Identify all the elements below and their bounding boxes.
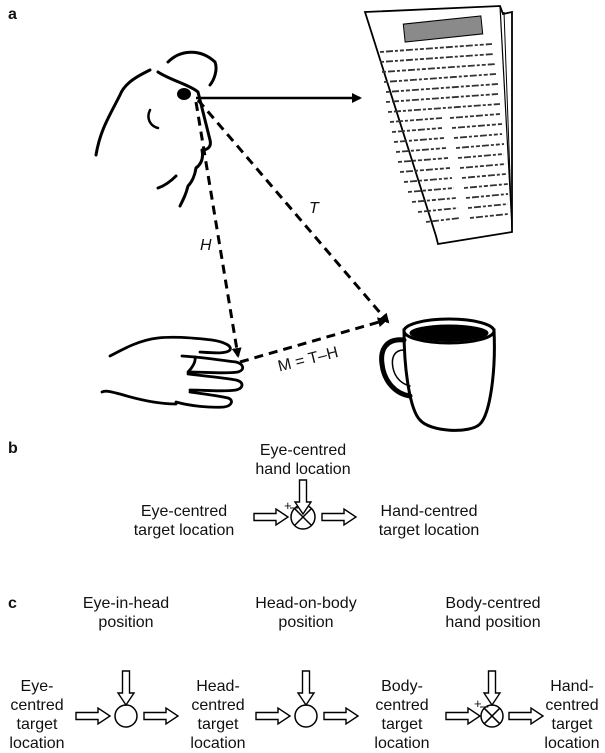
panel-b-top-line-2: hand location [238,460,368,479]
panel-b-output-line-2: target location [365,521,493,540]
panel-c-arrow-6 [509,708,543,724]
panel-c-modifier-2: Head-on-body position [236,594,376,632]
panel-c-mod2-line-2: position [236,613,376,632]
panel-c-down-arrow-2 [298,671,314,705]
panel-b-output: Hand-centred target location [365,502,493,540]
panel-c-mod3-line-2: hand position [428,613,558,632]
panel-c-stage2-line-3: target [180,715,256,734]
panel-c-down-arrow-1 [118,671,134,705]
panel-c-sum-node-2 [295,705,317,727]
panel-c-mod3-line-1: Body-centred [428,594,558,613]
eye [177,88,191,100]
panel-c-modifier-1: Eye-in-head position [66,594,186,632]
panel-c-mod2-line-1: Head-on-body [236,594,376,613]
panel-c-stage2-line-2: centred [180,696,256,715]
panel-c-mod1-line-2: position [66,613,186,632]
panel-b-top-input: Eye-centred hand location [238,441,368,479]
panel-c-stage1-line-2: centred [0,696,74,715]
panel-c-stage4-line-3: target [540,715,604,734]
panel-c-stage-4: Hand- centred target location [540,677,604,753]
panel-c-arrow-1 [76,708,110,724]
journal-illustration [365,6,512,244]
panel-c-stage-1: Eye- centred target location [0,677,74,753]
panel-b-top-line-1: Eye-centred [238,441,368,460]
panel-c-stage3-line-4: location [362,734,442,753]
panel-b-left-input: Eye-centred target location [120,502,248,540]
panel-b-minus-sign-top: – [290,498,298,517]
panel-c-stage2-line-1: Head- [180,677,256,696]
panel-c-stage1-line-3: target [0,715,74,734]
panel-c-stage1-line-4: location [0,734,74,753]
label-H: H [200,236,212,255]
panel-c-stage3-line-2: centred [362,696,442,715]
panel-c-arrow-4 [324,708,358,724]
panel-c-stage4-line-4: location [540,734,604,753]
panel-c-minus-sign: – [480,697,488,716]
panel-c-arrow-2 [144,708,178,724]
panel-b-left-arrow [254,509,288,525]
panel-c-stage2-line-4: location [180,734,256,753]
panel-c-stage1-line-1: Eye- [0,677,74,696]
panel-b-output-line-1: Hand-centred [365,502,493,521]
panel-c-stage4-line-2: centred [540,696,604,715]
cheek-line [96,70,150,155]
label-T: T [309,199,319,218]
panel-c-stage-2: Head- centred target location [180,677,256,753]
face-illustration [96,52,216,206]
panel-b-left-line-1: Eye-centred [120,502,248,521]
panel-c-mod1-line-1: Eye-in-head [66,594,186,613]
target-vector-T [198,100,388,322]
panel-c-stage3-line-3: target [362,715,442,734]
panel-c-stage3-line-1: Body- [362,677,442,696]
panel-b-left-line-2: target location [120,521,248,540]
panel-b-right-arrow [322,509,356,525]
hand-illustration [102,337,243,407]
panel-c-stage-3: Body- centred target location [362,677,442,753]
panel-c-stage4-line-1: Hand- [540,677,604,696]
panel-c-arrow-3 [256,708,290,724]
panel-c-modifier-3: Body-centred hand position [428,594,558,632]
cup-illustration [382,319,495,430]
panel-c-sum-node-1 [115,705,137,727]
